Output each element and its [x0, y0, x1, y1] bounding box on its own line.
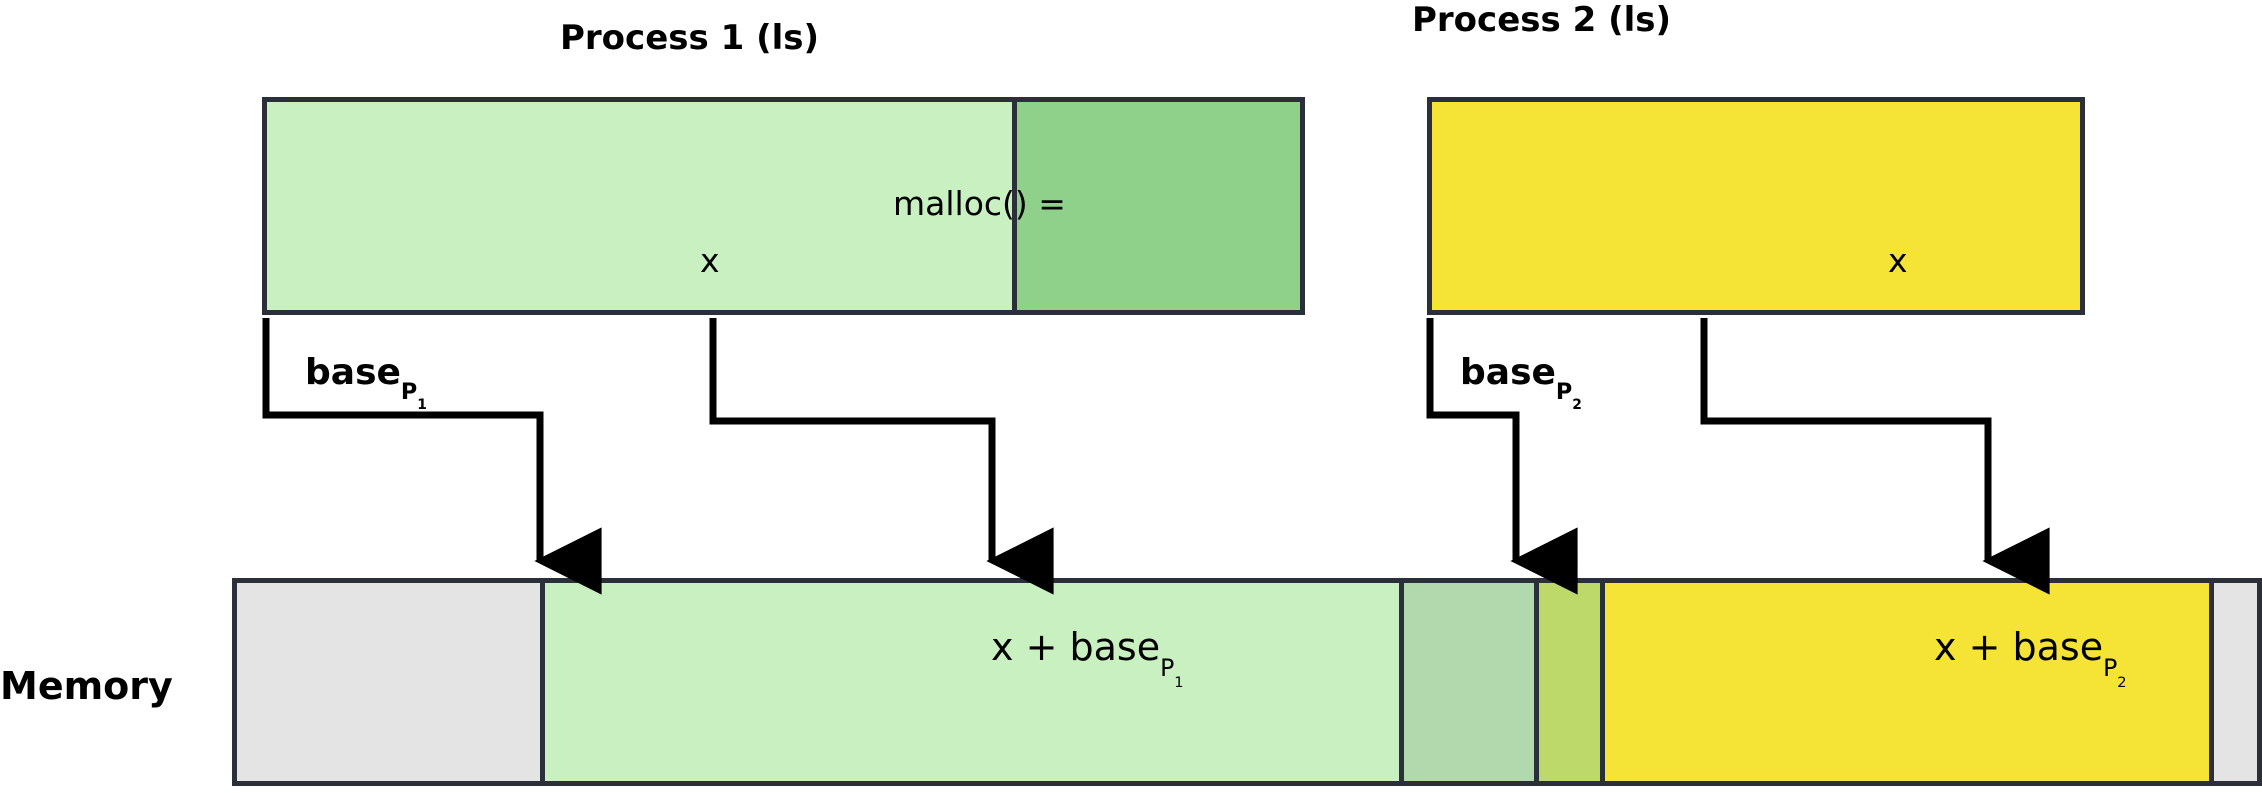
process1-address-space: [262, 97, 1305, 315]
memory-segment-shared-green: [1399, 583, 1534, 781]
process1-x-label: x: [700, 241, 720, 280]
process2-title: Process 2 (ls): [1412, 0, 1672, 40]
wire-x-p2: [1700, 318, 2050, 595]
memory-p1-text: x + baseP1: [991, 625, 1184, 691]
memory-segment-free-right: [2209, 583, 2257, 781]
process2-x-label: x: [1888, 241, 1908, 280]
memory-label: Memory: [0, 664, 173, 708]
process1-title: Process 1 (ls): [560, 18, 820, 58]
process2-address-space: [1427, 97, 2085, 315]
base-p2-label: baseP2: [1460, 352, 1582, 414]
physical-memory-bar: x + baseP1 x + baseP2: [232, 578, 2262, 786]
process1-heap-segment: [1012, 102, 1300, 310]
process2-used-segment: [1432, 102, 2080, 310]
base-p1-label: baseP1: [305, 352, 427, 414]
process1-malloc-label: malloc() =: [893, 184, 1066, 223]
memory-p2-text: x + baseP2: [1934, 625, 2127, 691]
memory-segment-free-left: [237, 583, 540, 781]
process1-used-segment: [267, 102, 1012, 310]
memory-segment-process2: x + baseP2: [1600, 583, 2209, 781]
memory-segment-process1: x + baseP1: [540, 583, 1399, 781]
wire-x-p1: [709, 318, 1054, 595]
memory-segment-olive: [1534, 583, 1600, 781]
